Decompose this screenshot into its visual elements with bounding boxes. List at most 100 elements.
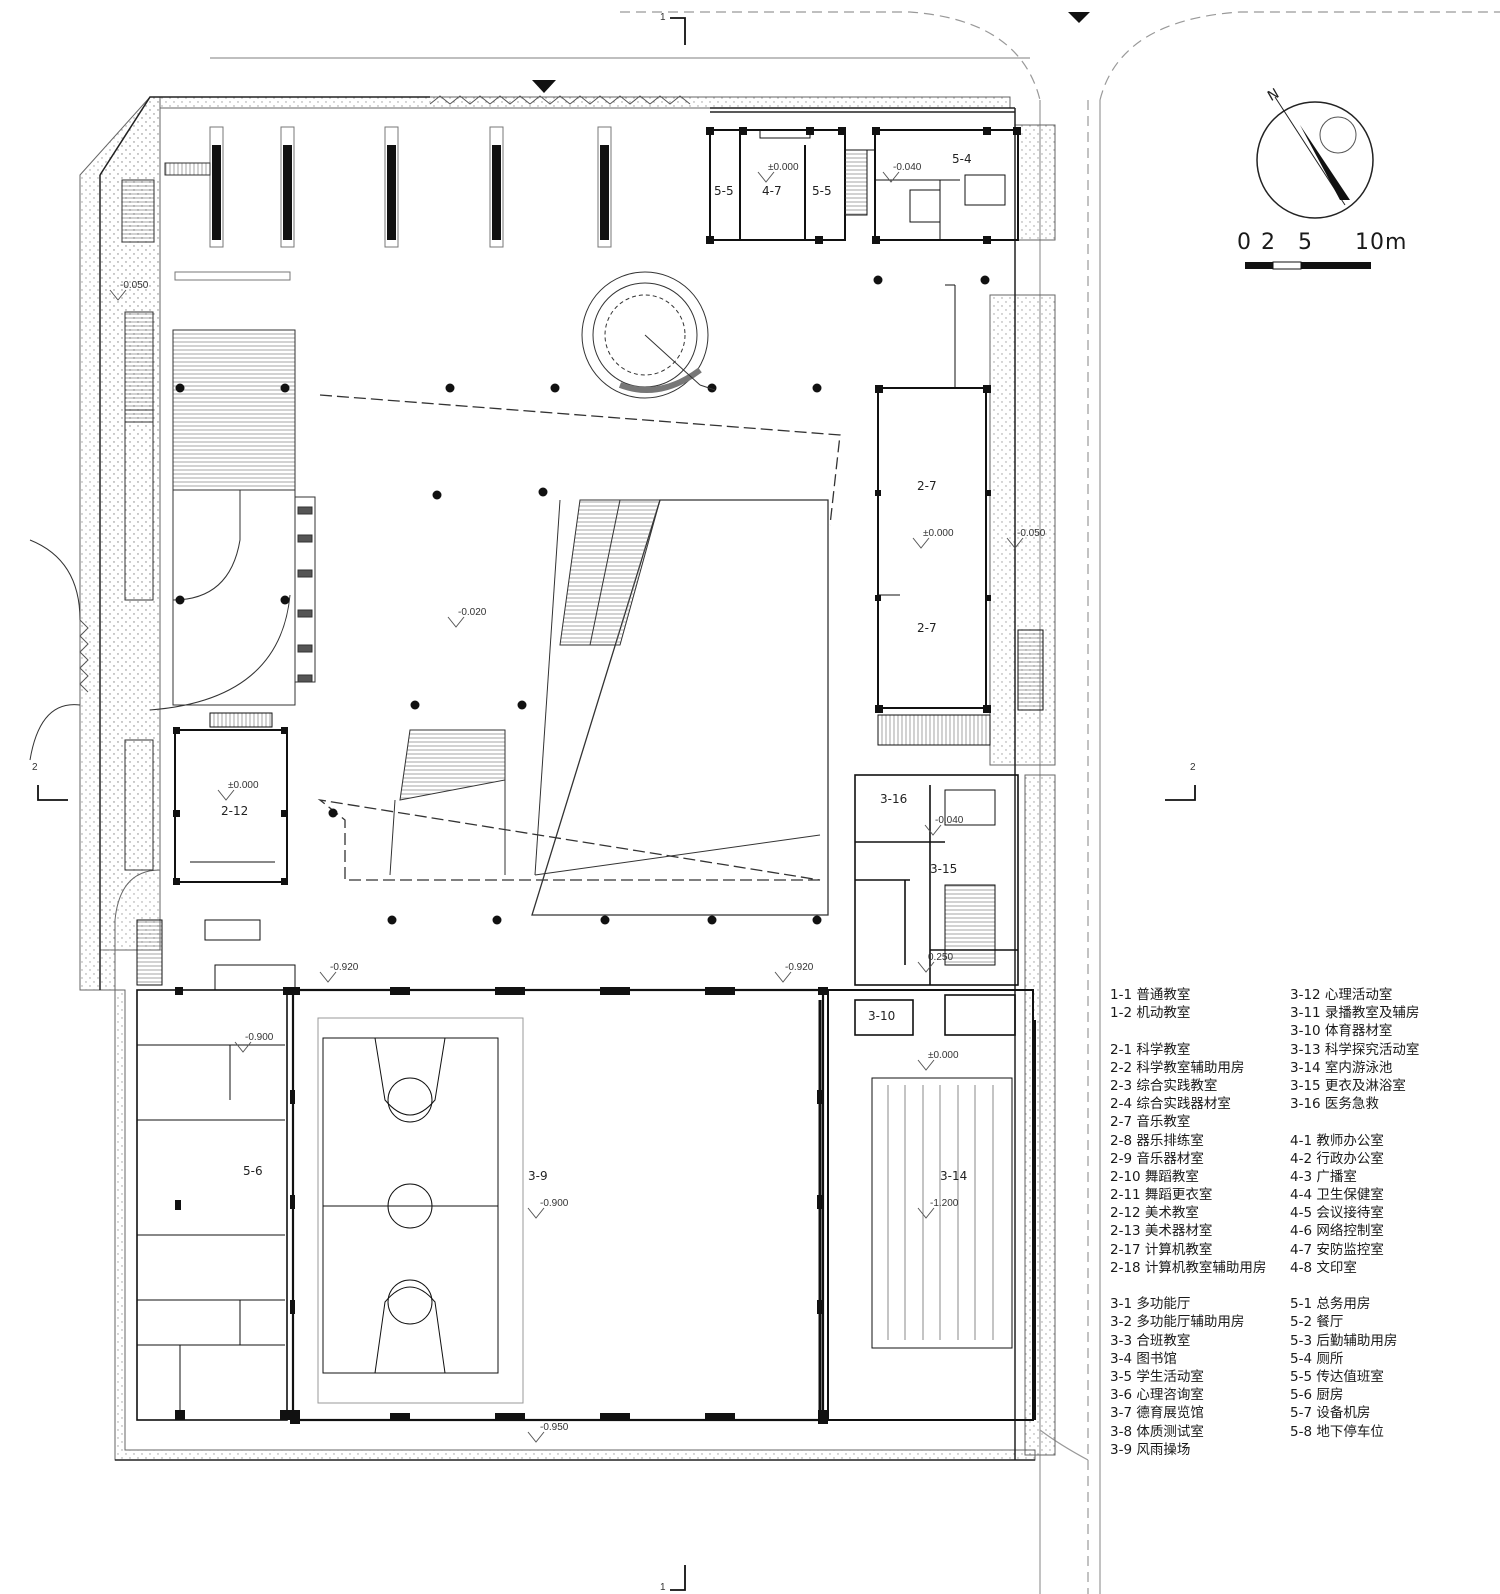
room-label: 5-5 xyxy=(714,184,734,198)
room-3-15-walls xyxy=(854,774,1019,986)
elevation-markers: ±0.000 -0.040 -0.050 -0.020 ±0.000 -0.05… xyxy=(109,162,1046,1443)
legend-item: 3-8 体质测试室 xyxy=(1110,1423,1204,1440)
legend-item: 2-11 舞蹈更衣室 xyxy=(1110,1187,1213,1204)
legend-item: 2-17 计算机教室 xyxy=(1110,1241,1213,1258)
legend-item: 2-18 计算机教室辅助用房 xyxy=(1110,1259,1267,1276)
legend-item: 2-8 器乐排练室 xyxy=(1110,1132,1204,1149)
hall-columns xyxy=(290,987,828,1424)
room-label: 2-7 xyxy=(917,621,937,635)
room-label: 5-6 xyxy=(243,1164,263,1178)
legend-item: 2-4 综合实践器材室 xyxy=(1110,1096,1231,1113)
kitchen-columns xyxy=(175,987,291,1420)
legend-item: 2-1 科学教室 xyxy=(1110,1041,1191,1058)
elevation-label: -0.050 xyxy=(120,280,149,291)
legend-item: 4-1 教师办公室 xyxy=(1290,1132,1384,1149)
legend-item: 3-11 录播教室及辅房 xyxy=(1290,1005,1420,1022)
legend-item: 3-3 合班教室 xyxy=(1110,1332,1191,1349)
elevation-label: -0.020 xyxy=(458,607,487,618)
legend-item: 5-8 地下停车位 xyxy=(1290,1423,1384,1440)
section-marks xyxy=(37,17,1196,1591)
canopy-columns xyxy=(212,145,609,240)
legend-item: 2-9 音乐器材室 xyxy=(1110,1150,1204,1167)
round-columns xyxy=(175,275,990,925)
legend-item: 3-10 体育器材室 xyxy=(1290,1023,1393,1040)
legend-item: 2-3 综合实践教室 xyxy=(1110,1077,1218,1094)
legend-item: 5-1 总务用房 xyxy=(1290,1296,1371,1313)
site-outline xyxy=(99,95,1035,1461)
landscape-strips xyxy=(79,96,1056,1461)
section-labels: 1 1 2 2 xyxy=(32,12,1196,1593)
elevation-label: -0.900 xyxy=(540,1198,569,1209)
top-right-rooms xyxy=(709,129,1019,241)
room-2-7-columns xyxy=(875,385,991,713)
legend-item: 4-4 卫生保健室 xyxy=(1290,1187,1384,1204)
scale-label: 5 xyxy=(1298,230,1313,255)
legend-item: 2-2 科学教室辅助用房 xyxy=(1110,1059,1245,1076)
section-label: 1 xyxy=(660,1582,666,1593)
scale-label: 10m xyxy=(1355,230,1408,255)
legend-item: 3-14 室内游泳池 xyxy=(1290,1059,1393,1076)
legend-item: 4-2 行政办公室 xyxy=(1290,1150,1384,1167)
elevation-label: -0.950 xyxy=(540,1422,569,1433)
north-arrow: N xyxy=(1256,86,1374,219)
elevation-label: -0.040 xyxy=(893,162,922,173)
room-label: 3-16 xyxy=(880,792,907,806)
scale-bar xyxy=(1245,261,1371,270)
room-label: 3-14 xyxy=(940,1169,967,1183)
room-label: 5-5 xyxy=(812,184,832,198)
room-labels: 5-5 4-7 5-5 5-4 2-7 2-7 2-12 3-16 3-15 3… xyxy=(221,152,972,1183)
legend-item: 2-13 美术器材室 xyxy=(1110,1223,1213,1240)
legend-item: 5-7 设备机房 xyxy=(1290,1405,1371,1422)
elevation-label: ±0.000 xyxy=(228,780,259,791)
elevation-label: ±0.000 xyxy=(768,162,799,173)
legend-item: 3-16 医务急救 xyxy=(1290,1096,1379,1113)
room-2-12-columns xyxy=(173,727,288,885)
legend-item: 2-7 音乐教室 xyxy=(1110,1114,1191,1131)
kitchen-block xyxy=(136,919,296,1421)
legend-item: 4-6 网络控制室 xyxy=(1290,1223,1384,1240)
canopy-bars-light xyxy=(174,126,612,281)
elevation-label: -0.040 xyxy=(935,815,964,826)
north-label: N xyxy=(1265,86,1282,105)
legend-item: 5-6 厨房 xyxy=(1290,1387,1344,1404)
legend-spacer xyxy=(1110,1022,1290,1040)
atrium xyxy=(317,394,841,916)
room-label: 3-15 xyxy=(930,862,957,876)
elevation-label: -0.920 xyxy=(330,962,359,973)
legend-spacer xyxy=(1110,1277,1290,1295)
elevation-label: ±0.000 xyxy=(923,528,954,539)
legend-spacer xyxy=(1290,1277,1490,1295)
elevation-label: -0.900 xyxy=(245,1032,274,1043)
pool xyxy=(827,989,1036,1421)
scale-label: 2 xyxy=(1261,230,1276,255)
legend-item: 3-15 更衣及淋浴室 xyxy=(1290,1077,1406,1094)
legend-item: 4-5 会议接待室 xyxy=(1290,1205,1384,1222)
spiral-stair xyxy=(581,271,716,399)
section-label: 1 xyxy=(660,12,666,23)
legend-item: 3-4 图书馆 xyxy=(1110,1350,1177,1367)
legend-item: 3-12 心理活动室 xyxy=(1290,987,1393,1003)
grand-stair xyxy=(29,329,316,761)
room-label: 2-12 xyxy=(221,804,248,818)
legend-item: 4-8 文印室 xyxy=(1290,1259,1357,1276)
room-2-12-walls xyxy=(174,712,288,883)
legend-item: 3-6 心理咨询室 xyxy=(1110,1387,1204,1404)
elevation-label: 0.250 xyxy=(928,952,953,963)
legend-item: 3-13 科学探究活动室 xyxy=(1290,1041,1420,1058)
legend-item: 5-4 厕所 xyxy=(1290,1350,1344,1367)
legend-item: 3-7 德育展览馆 xyxy=(1110,1405,1204,1422)
room-label: 4-7 xyxy=(762,184,782,198)
legend-item: 4-7 安防监控室 xyxy=(1290,1241,1384,1258)
legend-item: 1-2 机动教室 xyxy=(1110,1005,1191,1022)
legend-item: 3-9 风雨操场 xyxy=(1110,1441,1191,1458)
legend-item: 5-5 传达值班室 xyxy=(1290,1368,1384,1385)
legend-item: 1-1 普通教室 xyxy=(1110,987,1191,1003)
room-label: 2-7 xyxy=(917,479,937,493)
room-2-7-walls xyxy=(877,284,1044,746)
scale-label: 0 xyxy=(1237,230,1252,255)
legend-item: 2-12 美术教室 xyxy=(1110,1205,1199,1222)
legend-item: 5-3 后勤辅助用房 xyxy=(1290,1332,1398,1349)
